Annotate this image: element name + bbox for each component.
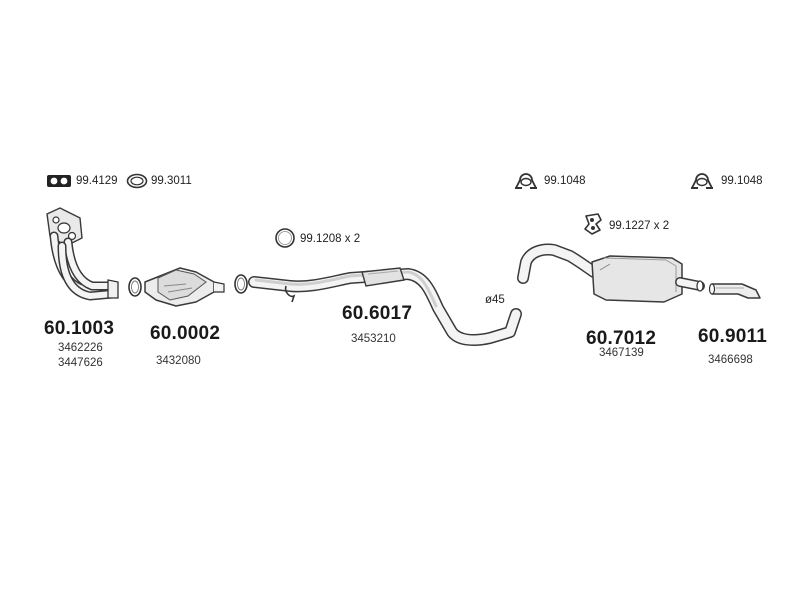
accessory-code-rubber-mount: 99.1227 x 2 — [609, 220, 670, 232]
part-rear-silencer[interactable]: 60.7012 — [586, 328, 656, 350]
part-middle-pipe[interactable]: 60.6017 — [342, 303, 412, 325]
clamp-ring-icon — [275, 228, 295, 248]
front-pipe-drawing — [46, 207, 119, 301]
catalyst-drawing — [144, 267, 225, 307]
tail-pipe-drawing — [708, 283, 761, 299]
accessory-code-clamp-tail: 99.1048 — [721, 175, 763, 187]
accessory-code-clamp-mid: 99.1048 — [544, 175, 586, 187]
oem-number: 3432080 — [156, 355, 201, 367]
sealing-ring-icon — [126, 173, 148, 189]
part-number: 60.1003 — [44, 318, 115, 339]
u-clamp-icon — [515, 173, 537, 189]
double-hole-gasket-icon — [47, 175, 71, 187]
rear-silencer-drawing — [517, 243, 705, 303]
oem-number: 3467139 — [599, 347, 644, 359]
part-number: 60.7012 — [586, 328, 657, 349]
part-catalyst[interactable]: 60.0002 — [150, 323, 220, 345]
flange-ring-drawing — [234, 274, 248, 294]
oem-number: 3466698 — [708, 354, 753, 366]
part-number: 60.0002 — [150, 323, 221, 344]
rubber-mount-icon — [584, 213, 602, 235]
part-number: 60.6017 — [342, 303, 413, 324]
oem-number: 3447626 — [58, 357, 103, 369]
oem-number: 3462226 — [58, 342, 103, 354]
u-clamp-icon — [691, 173, 713, 189]
middle-pipe-drawing — [248, 267, 522, 346]
flange-ring-drawing — [128, 277, 142, 297]
part-number: 60.9011 — [698, 326, 768, 347]
pipe-diameter-label: ø45 — [485, 294, 505, 306]
accessory-code-clamp-ring: 99.1208 x 2 — [300, 233, 361, 245]
oem-number: 3453210 — [351, 333, 396, 345]
accessory-code-gasket: 99.4129 — [76, 175, 118, 187]
accessory-code-ring: 99.3011 — [151, 175, 192, 187]
part-tail-pipe[interactable]: 60.9011 — [698, 326, 767, 348]
part-front-pipe[interactable]: 60.1003 — [44, 318, 114, 340]
